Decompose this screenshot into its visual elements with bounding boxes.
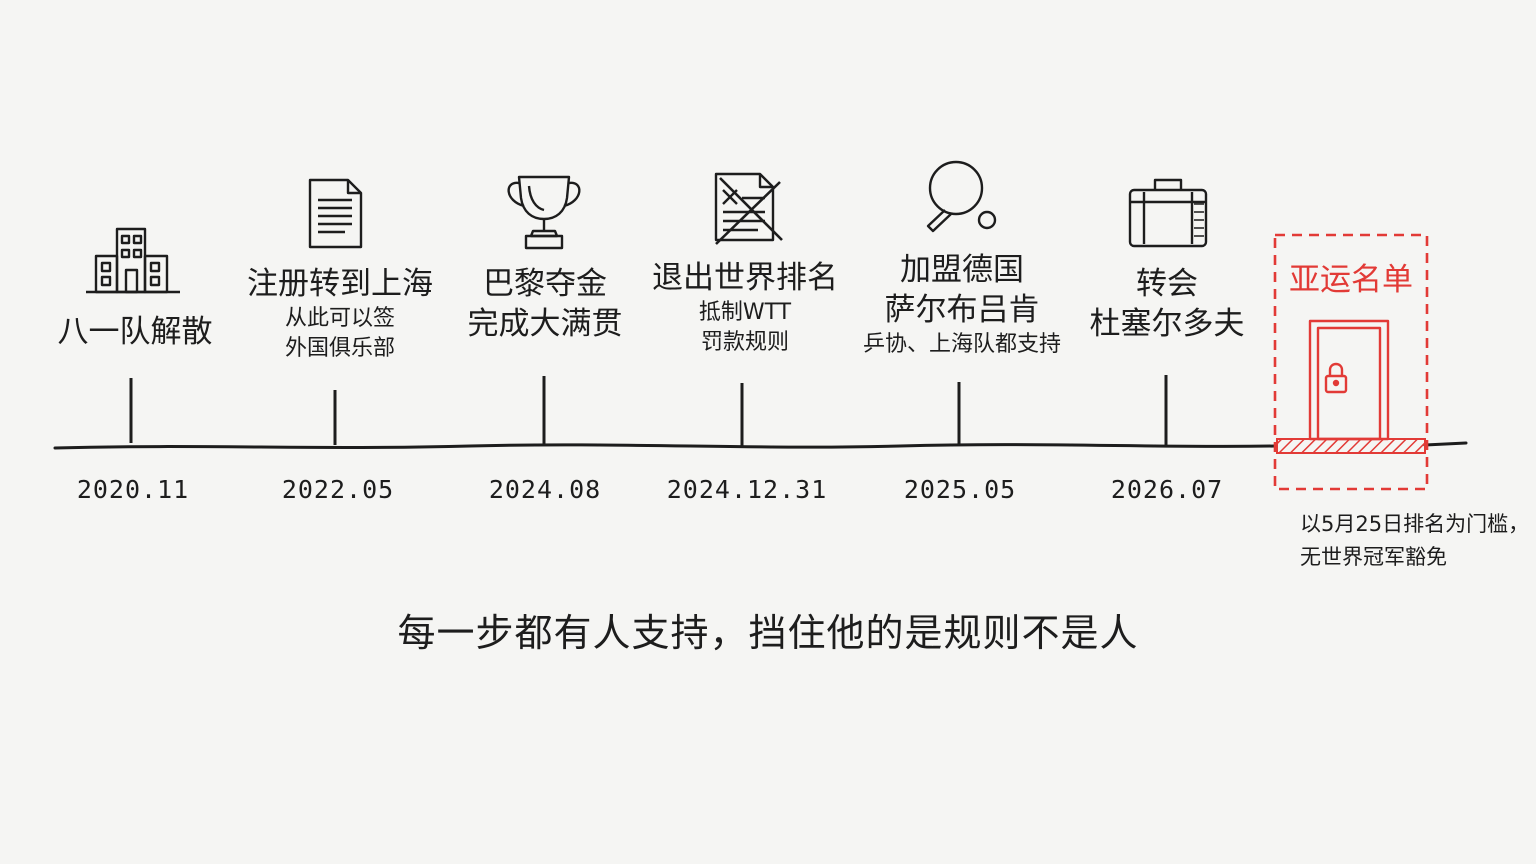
event-date-transfer: 2026.07 — [1110, 475, 1224, 504]
suitcase-icon — [1128, 178, 1208, 248]
event-subtitle: 抵制WTT — [698, 300, 792, 325]
event-subtitle: 罚款规则 — [700, 330, 789, 355]
event-reg: 注册转到上海 从此可以签 外国俱乐部 — [220, 264, 460, 364]
asian-games-title: 亚运名单 — [1289, 262, 1413, 298]
trophy-icon — [507, 175, 581, 250]
event-quit: 退出世界排名 抵制WTT 罚款规则 — [625, 258, 865, 358]
event-transfer: 转会 杜塞尔多夫 — [1047, 264, 1287, 344]
asian-games-note-line: 以5月25日排名为门槛， — [1300, 512, 1530, 536]
building-icon — [86, 227, 180, 294]
event-subtitle: 从此可以签 — [284, 306, 395, 331]
event-paris: 巴黎夺金 完成大满贯 — [425, 264, 665, 344]
timeline-axis-end — [1423, 441, 1468, 447]
event-date-paris: 2024.08 — [488, 475, 602, 504]
asian-games-box — [1273, 233, 1429, 491]
slogan: 每一步都有人支持，挡住他的是规则不是人 — [397, 611, 1139, 655]
event-title: 巴黎夺金 — [483, 266, 607, 302]
event-title: 转会 — [1136, 266, 1198, 302]
event-subtitle: 杜塞尔多夫 — [1089, 306, 1245, 342]
event-subtitle: 乒协、上海队都支持 — [862, 332, 1061, 357]
event-subtitle: 萨尔布吕肯 — [884, 292, 1040, 328]
event-subtitle: 完成大满贯 — [467, 306, 623, 342]
event-title: 八一队解散 — [57, 314, 213, 350]
event-subtitle: 外国俱乐部 — [284, 336, 395, 361]
asian-games-note: 以5月25日排名为门槛， 无世界冠军豁免 — [1300, 508, 1536, 574]
document-icon — [308, 178, 363, 249]
event-bayi: 八一队解散 — [15, 312, 255, 352]
event-date-reg: 2022.05 — [281, 475, 395, 504]
event-title: 注册转到上海 — [247, 266, 433, 302]
paddle-icon — [926, 160, 997, 233]
event-date-bayi: 2020.11 — [76, 475, 190, 504]
event-date-germany: 2025.05 — [903, 475, 1017, 504]
event-title: 加盟德国 — [900, 252, 1024, 288]
event-title: 退出世界排名 — [652, 260, 838, 296]
event-germany: 加盟德国 萨尔布吕肯 乒协、上海队都支持 — [842, 250, 1082, 360]
asian-games-note-line: 无世界冠军豁免 — [1300, 545, 1447, 569]
threshold-bar — [1276, 438, 1426, 454]
event-date-quit: 2024.12.31 — [666, 475, 828, 504]
timeline-axis — [53, 443, 1277, 450]
locked-door-icon — [1308, 319, 1390, 441]
crossed-document-icon — [714, 172, 783, 245]
